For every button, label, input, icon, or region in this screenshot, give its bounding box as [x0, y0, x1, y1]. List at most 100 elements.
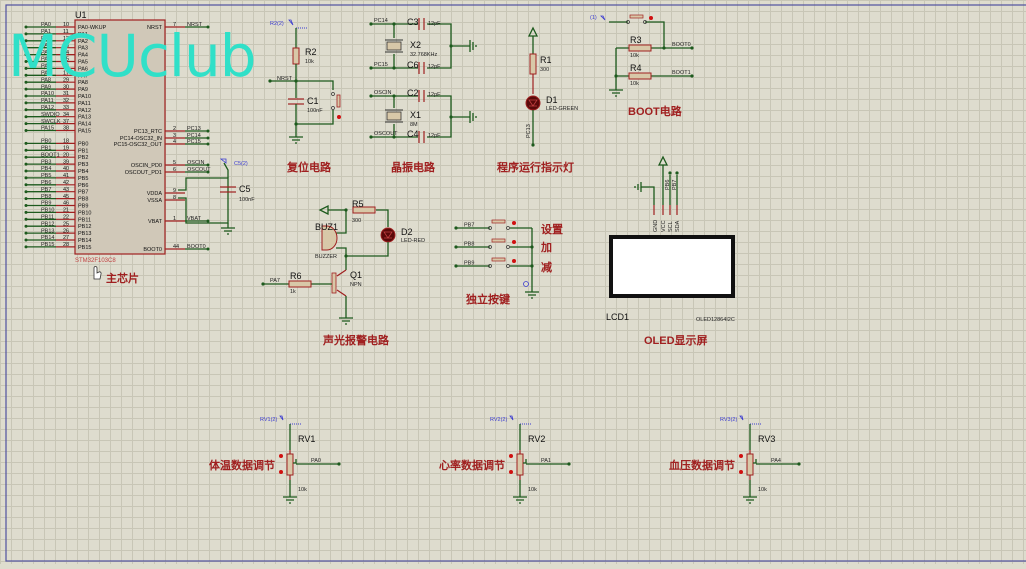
push-button[interactable]: [491, 219, 506, 224]
pin-number: 37: [63, 119, 69, 125]
resistor-r4[interactable]: [628, 72, 652, 80]
push-button[interactable]: [491, 238, 506, 243]
resistor-r6[interactable]: [288, 280, 312, 288]
reset-button[interactable]: [331, 92, 342, 120]
r1-ref: R1: [540, 55, 552, 65]
led-d1[interactable]: [525, 95, 541, 111]
capacitor-c5[interactable]: C5(2) C5 100nF: [178, 158, 255, 235]
boot-button[interactable]: [626, 14, 654, 24]
resistor-r1[interactable]: [529, 53, 537, 75]
resistor-r5[interactable]: [352, 206, 376, 214]
pot-body[interactable]: [286, 453, 294, 476]
oled-screen[interactable]: [609, 235, 735, 298]
resistor-r3[interactable]: [628, 44, 652, 52]
pin-name: PB11: [78, 217, 91, 223]
push-button[interactable]: [491, 257, 506, 262]
boot-circuit[interactable]: (1) R3 10k R4 10k BOOT0 BOOT1: [590, 14, 694, 97]
net-label: PA1: [41, 29, 51, 35]
transistor-q1[interactable]: [331, 272, 337, 294]
run-led-circuit[interactable]: R1 300 D1 LED-GREEN PC13: [525, 26, 578, 147]
pin-number: 16: [63, 64, 69, 70]
pot-body[interactable]: [746, 453, 754, 476]
net-label: BOOT1: [41, 152, 60, 158]
pin-name: PA7: [78, 73, 88, 79]
pin-name: PA3: [78, 46, 88, 52]
crystal-x2[interactable]: [386, 41, 402, 51]
net-label: PB10: [41, 208, 54, 214]
crystal-x1[interactable]: [386, 111, 402, 121]
pin-number: 27: [63, 235, 69, 241]
pin-number: 34: [63, 112, 69, 118]
crystal-circuit[interactable]: PC14 PC15 C3 12pF C6 12pF X2 32.768KHz O…: [369, 17, 477, 143]
net-label: SWDIO: [41, 112, 60, 118]
pin-name: PA13: [78, 115, 91, 121]
net-label: PA5: [41, 57, 51, 63]
oled-display[interactable]: PB6 PB7 GND VCC SCL SDA LCD1 OLED12864I2…: [606, 155, 735, 323]
c1-ref: C1: [307, 96, 319, 106]
pin-name: PA0-WKUP: [78, 25, 107, 31]
alarm-circuit[interactable]: R5 300 D2 LED-RED BUZ1 BUZZER Q1 NPN PA7…: [261, 199, 425, 325]
reset-circuit[interactable]: R2(2) R2 10k NRST C1 100nF: [268, 19, 342, 144]
net-label: PB6: [41, 180, 51, 186]
probe-icon: [219, 158, 227, 164]
resistor-r2[interactable]: [292, 47, 300, 65]
mcu-body[interactable]: [74, 19, 166, 255]
pot-body[interactable]: [516, 453, 524, 476]
net-label: PA4: [41, 50, 51, 56]
buzzer-buz1[interactable]: [321, 225, 338, 251]
led-d2[interactable]: [380, 227, 396, 243]
